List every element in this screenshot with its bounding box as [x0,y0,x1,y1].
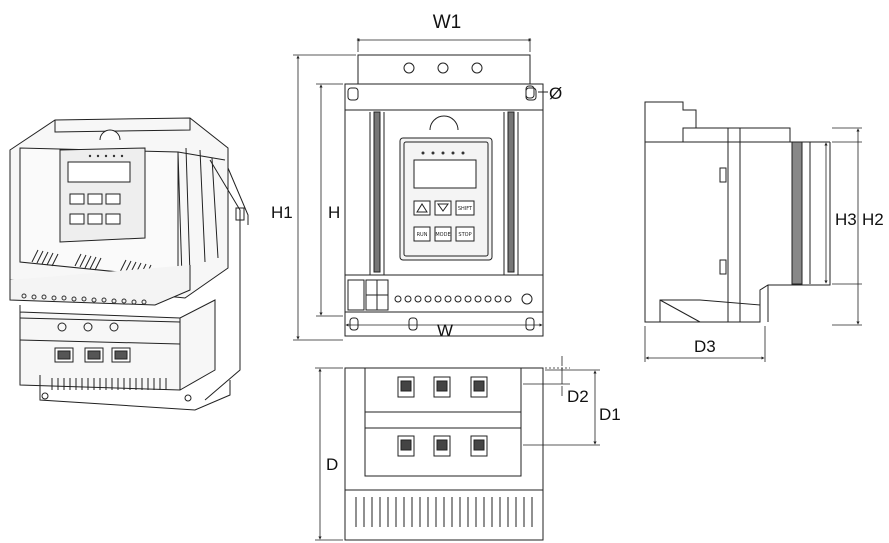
run-icon [413,226,431,242]
h-label: H [328,203,340,222]
side-view [644,101,831,323]
h2-label: H2 [862,210,884,229]
iso-keypad-panel [59,147,146,243]
side-dimensions [644,127,862,362]
front-keypad-panel: SHIFT RUN MODE STOP [399,137,493,261]
w1-label: W1 [433,12,462,33]
stop-icon [455,226,475,242]
isometric-view [9,117,249,411]
d-label: D [326,455,338,474]
d3-label: D3 [694,337,716,356]
shift-icon [455,200,475,216]
svg-text:RUN: RUN [417,232,428,238]
d2-label: D2 [567,387,589,406]
bottom-view [344,367,544,541]
w-label: W [437,321,453,340]
front-dimensions [293,38,543,341]
svg-text:MODE: MODE [435,232,450,238]
svg-text:STOP: STOP [458,232,471,238]
svg-text:SHIFT: SHIFT [458,206,473,212]
down-arrow-icon [434,200,452,216]
iso-vents [31,249,152,278]
bottom-dimensions [315,356,600,541]
d1-label: D1 [599,405,621,424]
h1-label: H1 [271,203,293,222]
front-view: SHIFT RUN MODE STOP [344,54,548,337]
h3-label: H3 [835,210,857,229]
phi-label: Ø [549,84,562,103]
mode-icon [434,226,452,242]
